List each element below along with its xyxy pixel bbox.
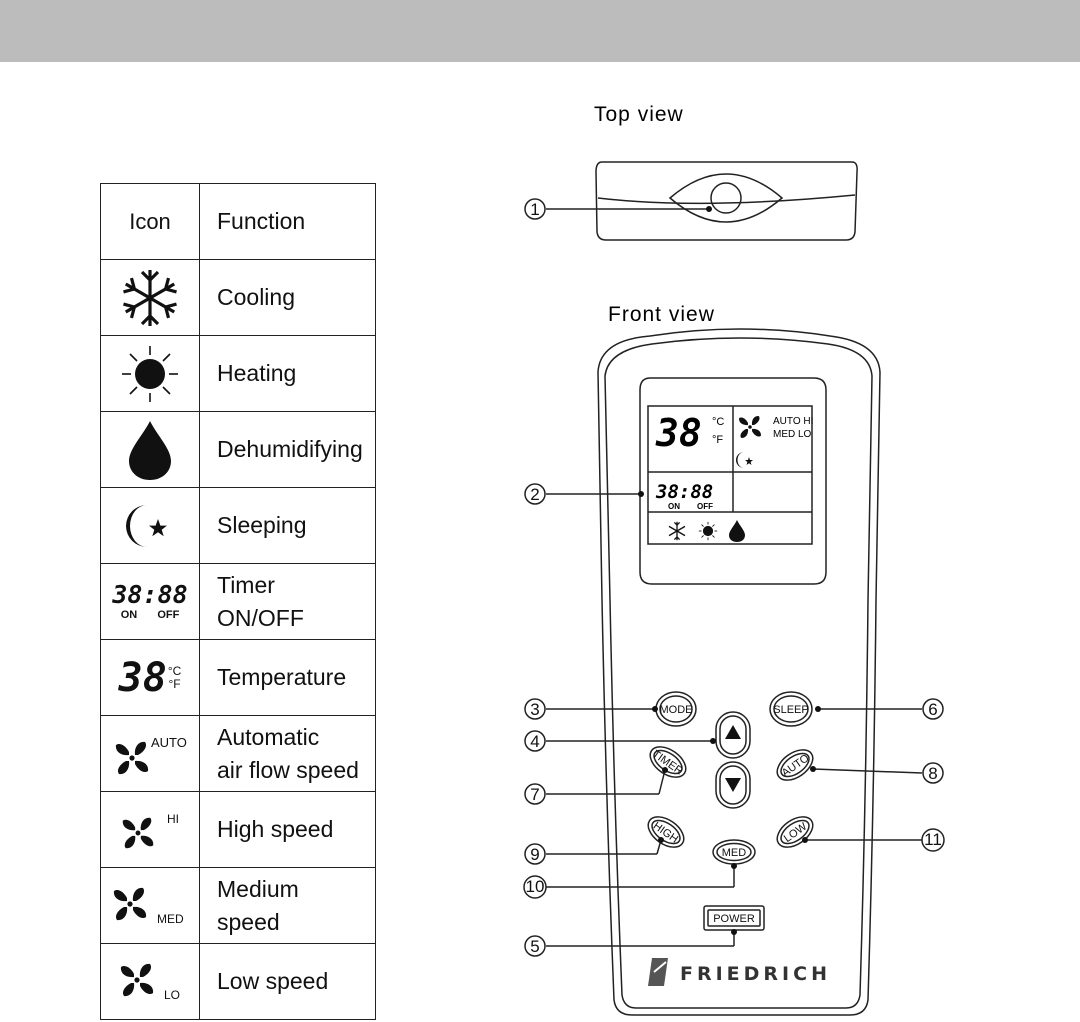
timer-button[interactable]: TIMER bbox=[645, 741, 692, 784]
down-arrow-button[interactable] bbox=[715, 761, 751, 809]
svg-text:10: 10 bbox=[526, 877, 545, 896]
ir-emitter bbox=[710, 182, 742, 214]
table-row: LO Low speed bbox=[100, 943, 376, 1020]
callout-2: 2 bbox=[524, 483, 546, 505]
remote-front-body bbox=[597, 328, 881, 1016]
svg-text:11: 11 bbox=[924, 830, 942, 849]
function-low-speed: Low speed bbox=[199, 943, 376, 1020]
med-button[interactable]: MED bbox=[712, 839, 756, 865]
function-dehumidifying: Dehumidifying bbox=[199, 411, 376, 488]
function-medium-line2: speed bbox=[217, 908, 280, 935]
moon-star-icon bbox=[126, 504, 167, 547]
function-auto-line2: air flow speed bbox=[217, 756, 359, 783]
icon-function-table: Icon Function Cooling bbox=[100, 183, 376, 1020]
table-row: 38 °C °F Temperature bbox=[100, 639, 376, 716]
auto-button[interactable]: AUTO bbox=[772, 744, 819, 787]
front-view-label: Front view bbox=[608, 303, 715, 326]
lcd-auto-hi: AUTO HI bbox=[773, 416, 813, 427]
callout-7: 7 bbox=[524, 783, 546, 805]
snowflake-icon bbox=[120, 269, 180, 326]
lcd-unit-c: °C bbox=[712, 416, 724, 428]
lcd-snowflake-icon bbox=[668, 521, 686, 541]
svg-text:6: 6 bbox=[928, 700, 937, 719]
callout-6: 6 bbox=[922, 698, 944, 720]
svg-text:1: 1 bbox=[530, 200, 539, 219]
low-button[interactable]: LOW bbox=[772, 811, 819, 854]
table-row: 38:88 ON OFF Timer ON/OFF bbox=[100, 563, 376, 640]
lcd-sun-icon bbox=[698, 521, 718, 541]
svg-text:2: 2 bbox=[530, 485, 539, 504]
lcd-med-lo: MED LO bbox=[773, 429, 812, 440]
friedrich-logo: FRIEDRICH bbox=[648, 958, 831, 986]
callout-10: 10 bbox=[523, 875, 547, 899]
lcd-moon-icon bbox=[736, 452, 753, 468]
lcd-on: ON bbox=[668, 502, 680, 511]
callout-5: 5 bbox=[524, 935, 546, 957]
lcd-off: OFF bbox=[697, 502, 713, 511]
top-view-label: Top view bbox=[594, 103, 684, 126]
water-drop-icon bbox=[129, 420, 171, 480]
sun-icon bbox=[122, 345, 178, 402]
lcd-display: 38 °C °F AUTO HI MED LO 38:88 ON OFF bbox=[655, 411, 813, 542]
down-arrow-icon bbox=[725, 778, 741, 792]
header-band bbox=[0, 0, 1080, 62]
svg-text:8: 8 bbox=[928, 764, 937, 783]
high-button[interactable]: HIGH bbox=[643, 811, 690, 854]
callout-1: 1 bbox=[524, 198, 546, 220]
icon-column-header: Icon bbox=[100, 183, 200, 260]
fan-auto-icon: AUTO bbox=[107, 729, 193, 779]
table-row: Cooling bbox=[100, 259, 376, 336]
timer-display-icon: 38:88 ON OFF bbox=[112, 580, 188, 621]
up-arrow-button[interactable] bbox=[715, 711, 751, 759]
function-temperature: Temperature bbox=[199, 639, 376, 716]
remote-top-view bbox=[595, 161, 858, 241]
svg-text:5: 5 bbox=[530, 937, 539, 956]
lcd-temperature: 38 bbox=[655, 411, 702, 455]
function-auto-line1: Automatic bbox=[217, 723, 320, 750]
callout-11: 11 bbox=[921, 828, 945, 852]
function-timer-line2: ON/OFF bbox=[217, 604, 304, 631]
table-row: Heating bbox=[100, 335, 376, 412]
svg-text:MED: MED bbox=[722, 847, 747, 859]
power-button[interactable]: POWER bbox=[703, 905, 765, 931]
svg-text:3: 3 bbox=[530, 700, 539, 719]
lcd-fan-icon bbox=[739, 416, 761, 438]
lcd-timer: 38:88 bbox=[655, 481, 713, 503]
function-timer-line1: Timer bbox=[217, 571, 275, 598]
svg-text:4: 4 bbox=[530, 732, 539, 751]
svg-text:9: 9 bbox=[530, 845, 539, 864]
sleep-button[interactable]: SLEEP bbox=[769, 691, 813, 727]
up-arrow-icon bbox=[725, 725, 741, 739]
lcd-unit-f: °F bbox=[712, 434, 723, 446]
callout-8: 8 bbox=[922, 762, 944, 784]
svg-text:MODE: MODE bbox=[660, 704, 693, 716]
function-medium-line1: Medium bbox=[217, 875, 299, 902]
callout-3: 3 bbox=[524, 698, 546, 720]
fan-low-icon: LO bbox=[112, 957, 188, 1007]
mode-button[interactable]: MODE bbox=[655, 691, 697, 727]
temperature-display-icon: 38 °C °F bbox=[118, 654, 182, 701]
fan-medium-icon: MED bbox=[107, 881, 193, 931]
svg-text:SLEEP: SLEEP bbox=[773, 704, 808, 716]
svg-text:7: 7 bbox=[530, 785, 539, 804]
table-row: HI High speed bbox=[100, 791, 376, 868]
function-cooling: Cooling bbox=[199, 259, 376, 336]
function-heating: Heating bbox=[199, 335, 376, 412]
table-row: Dehumidifying bbox=[100, 411, 376, 488]
svg-text:POWER: POWER bbox=[713, 913, 755, 925]
svg-text:FRIEDRICH: FRIEDRICH bbox=[680, 963, 831, 985]
callout-4: 4 bbox=[524, 730, 546, 752]
table-row: MED Medium speed bbox=[100, 867, 376, 944]
callout-9: 9 bbox=[524, 843, 546, 865]
table-row: AUTO Automatic air flow speed bbox=[100, 715, 376, 792]
fan-high-icon: HI bbox=[112, 805, 188, 855]
lcd-drop-icon bbox=[729, 520, 745, 542]
